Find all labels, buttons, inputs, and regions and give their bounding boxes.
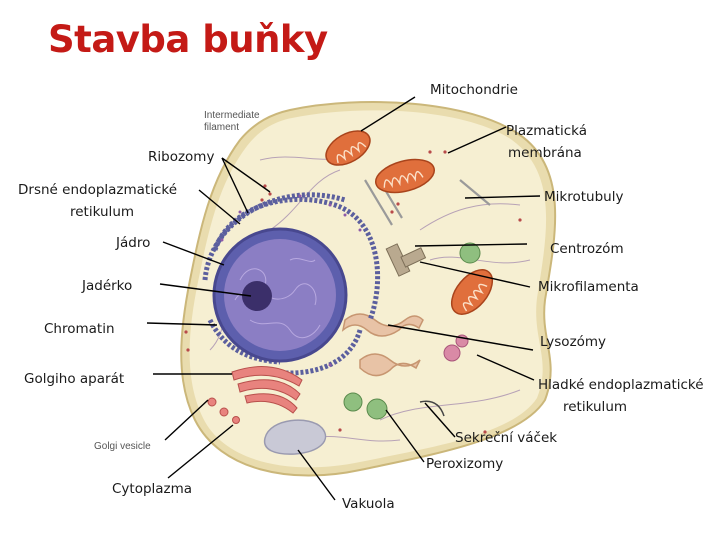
label-sekrecni-vacek: Sekreční váček [455, 430, 557, 446]
secretory-vesicle [419, 400, 445, 417]
peroxisome [459, 242, 481, 264]
peroxisome [366, 398, 388, 420]
label-cytoplazma: Cytoplazma [112, 481, 192, 497]
page-title: Stavba buňky [48, 18, 328, 61]
label-hladke-er: retikulum [563, 399, 627, 415]
mitochondrion [325, 130, 371, 166]
intermediate-filament-label: filament [204, 122, 239, 133]
mitochondrion [375, 158, 435, 194]
nucleolus [242, 281, 272, 311]
golgi-apparatus [231, 366, 303, 414]
label-jadro: Jádro [115, 235, 150, 251]
mitochondrion [450, 269, 494, 315]
label-peroxizomy: Peroxizomy [426, 456, 503, 472]
peroxisome [343, 392, 363, 412]
leader-lines [146, 96, 541, 501]
smooth-er [341, 313, 424, 377]
free-ribosomes [184, 150, 522, 434]
lysosome [443, 344, 461, 362]
vacuole [263, 419, 327, 455]
centrosome [385, 243, 427, 277]
label-lysozomy: Lysozómy [540, 334, 606, 350]
label-mikrofilamenta: Mikrofilamenta [538, 279, 639, 295]
label-hladke-er: Hladké endoplazmatické [538, 377, 704, 393]
label-golgiho-aparat: Golgiho aparát [24, 371, 124, 387]
label-ribozomy: Ribozomy [148, 149, 214, 165]
label-centrozom: Centrozóm [550, 241, 624, 257]
intermediate-filament-label: Intermediate [204, 110, 260, 121]
nucleus [224, 239, 336, 351]
golgi-vesicles [207, 397, 240, 424]
label-drsne-er: Drsné endoplazmatické [18, 182, 177, 198]
label-mitochondrie: Mitochondrie [430, 82, 518, 98]
label-mikrotubuly: Mikrotubuly [544, 189, 623, 205]
label-drsne-er: retikulum [70, 204, 134, 220]
label-plazmaticka-membrana: membrána [508, 145, 582, 161]
label-vakuola: Vakuola [342, 496, 395, 512]
label-jaderko: Jadérko [81, 278, 132, 294]
label-plazmaticka-membrana: Plazmatická [506, 123, 587, 139]
golgi-vesicle-label: Golgi vesicle [94, 441, 151, 452]
label-chromatin: Chromatin [44, 321, 115, 337]
